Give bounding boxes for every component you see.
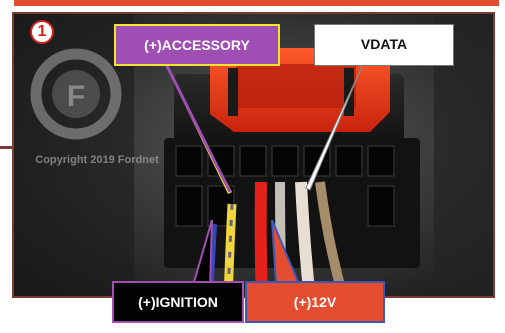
frame-side-tick	[0, 146, 14, 149]
connector-photo-graphic: F	[14, 14, 493, 296]
top-accent-bar	[14, 0, 499, 6]
step-marker: 1	[30, 20, 54, 44]
pointer-vdata	[305, 61, 365, 191]
accessory-label: (+)ACCESSORY	[114, 24, 280, 66]
ignition-label: (+)IGNITION	[112, 281, 244, 323]
svg-text:F: F	[67, 80, 85, 113]
power-12v-label: (+)12V	[245, 281, 385, 323]
watermark-text: Copyright 2019 Fordnet	[35, 154, 159, 166]
connector-photo: F	[12, 12, 495, 298]
vdata-label: VDATA	[314, 24, 454, 66]
watermark-logo: F	[30, 48, 122, 140]
